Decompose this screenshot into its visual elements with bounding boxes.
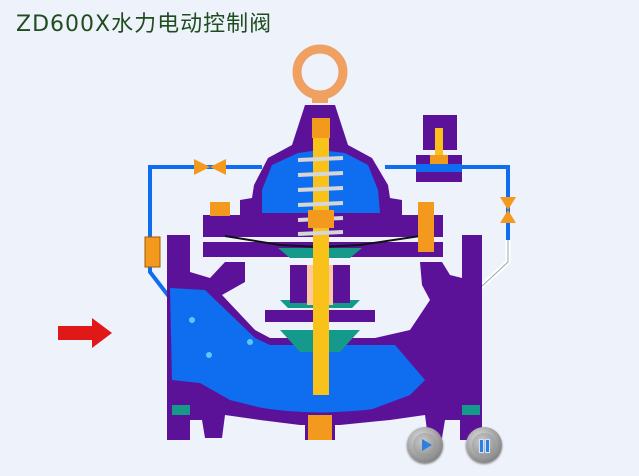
bubbles: [189, 317, 253, 358]
filter-icon: [144, 236, 161, 268]
spring: [297, 156, 344, 236]
page-title: ZD600X水力电动控制阀: [16, 12, 273, 37]
flow-direction-arrow-icon: [58, 318, 112, 348]
needle-valve-icon: [194, 159, 226, 175]
bolts: [210, 202, 434, 440]
valve-stem: [313, 120, 329, 395]
play-button[interactable]: [407, 427, 443, 463]
solenoid-valve: [416, 115, 462, 182]
play-icon: [422, 439, 432, 451]
pause-icon: [472, 433, 496, 457]
ball-valve-icon: [500, 197, 516, 223]
lifting-eye-icon: [292, 44, 348, 103]
pause-button[interactable]: [466, 427, 502, 463]
